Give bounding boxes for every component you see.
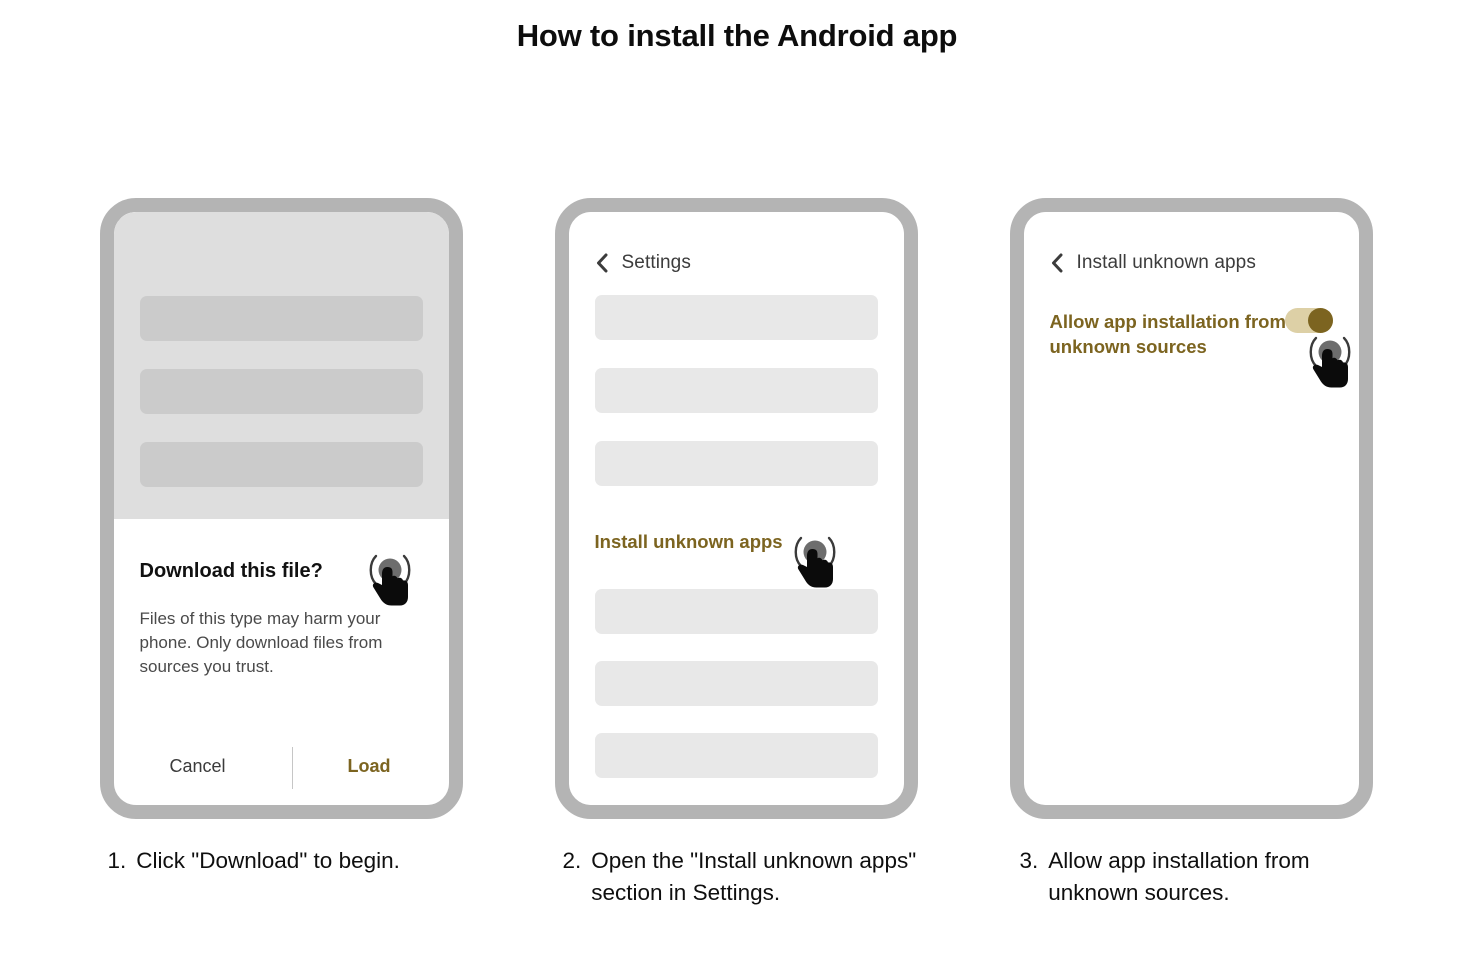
- placeholder-bar: [594, 661, 878, 706]
- action-divider: [291, 747, 293, 789]
- step-number: 2.: [562, 848, 582, 873]
- chevron-left-icon[interactable]: [1050, 253, 1064, 273]
- tap-cursor-icon: [791, 532, 851, 594]
- step-2: Settings Install unknown apps: [554, 198, 920, 819]
- settings-header: Settings: [595, 252, 884, 274]
- allow-unknown-sources-label: Allow app installation from unknown sour…: [1049, 311, 1286, 357]
- placeholder-bar: [139, 369, 423, 414]
- install-unknown-apps-header: Install unknown apps: [1050, 252, 1339, 274]
- dialog-body-text: Files of this type may harm your phone. …: [139, 609, 383, 676]
- placeholder-bar: [139, 296, 423, 341]
- placeholder-bar: [594, 589, 878, 634]
- screen-title: Install unknown apps: [1076, 252, 1256, 273]
- load-button[interactable]: Load: [347, 756, 391, 776]
- step-caption-text: Allow app installation from unknown sour…: [1048, 848, 1310, 905]
- step-caption-3: 3. Allow app installation from unknown s…: [1010, 845, 1375, 909]
- phone-screen-2: Settings Install unknown apps: [568, 212, 904, 805]
- step-caption-2: 2. Open the "Install unknown apps" secti…: [555, 845, 920, 909]
- step-3: Install unknown apps Allow app installat…: [1009, 198, 1375, 819]
- toggle-knob: [1307, 308, 1333, 333]
- steps-row: Download this file? Files of this type m…: [0, 198, 1474, 819]
- page-title: How to install the Android app: [516, 18, 958, 53]
- step-caption-text: Click "Download" to begin.: [136, 848, 400, 873]
- captions-row: 1. Click "Download" to begin. 2. Open th…: [0, 845, 1474, 909]
- step-number: 3.: [1019, 848, 1039, 873]
- step-1: Download this file? Files of this type m…: [99, 198, 465, 819]
- allow-unknown-sources-toggle[interactable]: [1284, 308, 1333, 333]
- phone-screen-1: Download this file? Files of this type m…: [113, 212, 449, 805]
- cancel-button[interactable]: Cancel: [169, 756, 226, 776]
- screen-title: Settings: [621, 252, 691, 273]
- dialog-actions: Cancel Load: [140, 747, 423, 793]
- placeholder-bar: [594, 295, 878, 340]
- install-unknown-apps-item[interactable]: Install unknown apps: [594, 531, 783, 552]
- dialog-title: Download this file?: [139, 560, 323, 582]
- chevron-left-icon[interactable]: [595, 253, 609, 273]
- placeholder-bar: [594, 733, 878, 778]
- step-number: 1.: [107, 848, 127, 873]
- placeholder-bar: [594, 368, 878, 413]
- tap-cursor-icon: [1306, 332, 1359, 394]
- phone-screen-3: Install unknown apps Allow app installat…: [1023, 212, 1359, 805]
- step-caption-1: 1. Click "Download" to begin.: [100, 845, 465, 909]
- tap-cursor-icon: [366, 550, 426, 612]
- placeholder-bar: [139, 442, 423, 487]
- placeholder-bar: [594, 441, 878, 486]
- step-caption-text: Open the "Install unknown apps" section …: [591, 848, 917, 905]
- phone-mockup-1: Download this file? Files of this type m…: [99, 198, 463, 819]
- phone-mockup-2: Settings Install unknown apps: [554, 198, 918, 819]
- phone-mockup-3: Install unknown apps Allow app installat…: [1009, 198, 1373, 819]
